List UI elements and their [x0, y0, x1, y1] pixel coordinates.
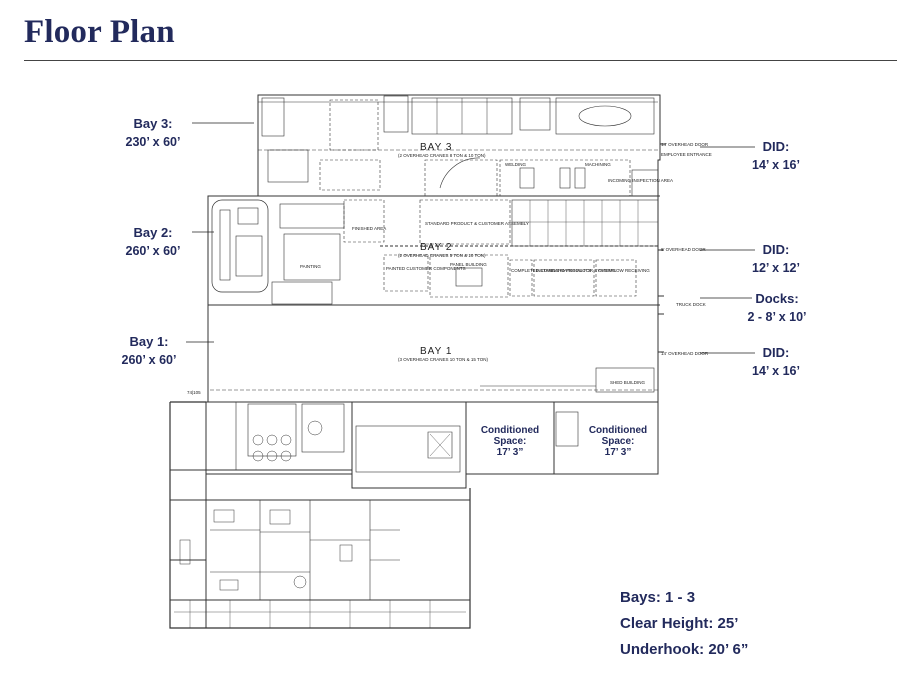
bay2-label: Bay 2: 260’ x 60’	[108, 224, 198, 260]
title-divider	[24, 60, 897, 61]
machining-label: MACHINING	[585, 162, 611, 167]
bay1-size: 260’ x 60’	[121, 353, 177, 367]
overflow-label: OVERFLOW RECEIVING	[598, 268, 650, 273]
door-bottom-label: 14’ OVERHEAD DOOR	[661, 351, 709, 356]
painting-label: PAINTING	[300, 264, 321, 269]
bay2-crane-note: (2 OVERHEAD CRANES 5 TON & 10 TON)	[398, 253, 486, 258]
bays-stat: Bays: 1 - 3	[620, 589, 696, 606]
docks-label: Docks: 2 - 8’ x 10’	[735, 290, 819, 326]
conditioned-space-1: Conditioned Space: 17’ 3”	[472, 425, 548, 458]
finished-area-label: FINISHED AREA	[352, 226, 386, 231]
did-mid-size: 12’ x 12’	[752, 261, 800, 275]
painted-components-label: PAINTED CUSTOMER COMPONENTS	[386, 266, 466, 271]
bay2-name: Bay 2:	[133, 225, 173, 240]
did-bottom-size: 14’ x 16’	[752, 364, 800, 378]
underhook-stat: Underhook: 20’ 6”	[620, 641, 749, 658]
bay1-crane-note: (3 OVERHEAD CRANES 10 TON & 15 TON)	[398, 357, 488, 362]
truck-dock-label: TRUCK DOCK	[676, 302, 706, 307]
did-bottom-name: DID:	[762, 345, 790, 360]
conditioned-space-1-height: 17’ 3”	[496, 447, 524, 458]
conditioned-space-2-label: Conditioned Space:	[588, 425, 648, 447]
clear-height-stat: Clear Height: 25’	[620, 615, 739, 632]
bay3-plan-label: BAY 3	[420, 142, 452, 153]
door-top-label: 14’ OVERHEAD DOOR	[661, 142, 709, 147]
incoming-inspection-label: INCOMING INSPECTION AREA	[608, 178, 673, 183]
building-stats: Bays: 1 - 3 Clear Height: 25’ Underhook:…	[620, 585, 748, 663]
office-wing-outline	[169, 401, 471, 629]
completed-products-label: COMPLETED STANDARD PRODUCTS	[511, 268, 591, 273]
welding-label: WELDING	[505, 162, 527, 167]
did-top-size: 14’ x 16’	[752, 158, 800, 172]
did-bottom-label: DID: 14’ x 16’	[740, 344, 812, 380]
bay3-crane-note: (2 OVERHEAD CRANES 8 TON & 10 TON)	[398, 153, 486, 158]
conditioned-space-2: Conditioned Space: 17’ 3”	[580, 425, 656, 458]
standard-product-label: STANDARD PRODUCT & CUSTOMER ASSEMBLY	[425, 221, 529, 226]
did-mid-label: DID: 12’ x 12’	[740, 241, 812, 277]
docks-size: 2 - 8’ x 10’	[747, 310, 807, 324]
bay2-plan-label: BAY 2	[420, 242, 452, 253]
page-title: Floor Plan	[24, 14, 175, 50]
incoming-material-label: INCOMING MATERIAL FOR SYSTEMS	[536, 268, 616, 273]
conditioned-space-1-label: Conditioned Space:	[480, 425, 540, 447]
panel-building-label: PANEL BUILDING	[450, 262, 487, 267]
conditioned-space-2-height: 17’ 3”	[604, 447, 632, 458]
bay3-name: Bay 3:	[133, 116, 173, 131]
bay1-label: Bay 1: 260’ x 60’	[104, 333, 194, 369]
bay1-plan-label: BAY 1	[420, 346, 452, 357]
docks-name: Docks:	[755, 291, 799, 306]
bay1-name: Bay 1:	[129, 334, 169, 349]
did-mid-name: DID:	[762, 242, 790, 257]
did-top-label: DID: 14’ x 16’	[740, 138, 812, 174]
door-note: 74|105	[187, 390, 201, 395]
bay3-label: Bay 3: 230’ x 60’	[108, 115, 198, 151]
bay2-size: 260’ x 60’	[125, 244, 181, 258]
did-top-name: DID:	[762, 139, 790, 154]
door-mid-label: 8’ OVERHEAD DOOR	[661, 247, 706, 252]
employee-entrance-label: EMPLOYEE ENTRANCE	[661, 152, 712, 157]
bay3-size: 230’ x 60’	[125, 135, 181, 149]
shed-building-label: SHED BUILDING	[610, 380, 646, 385]
